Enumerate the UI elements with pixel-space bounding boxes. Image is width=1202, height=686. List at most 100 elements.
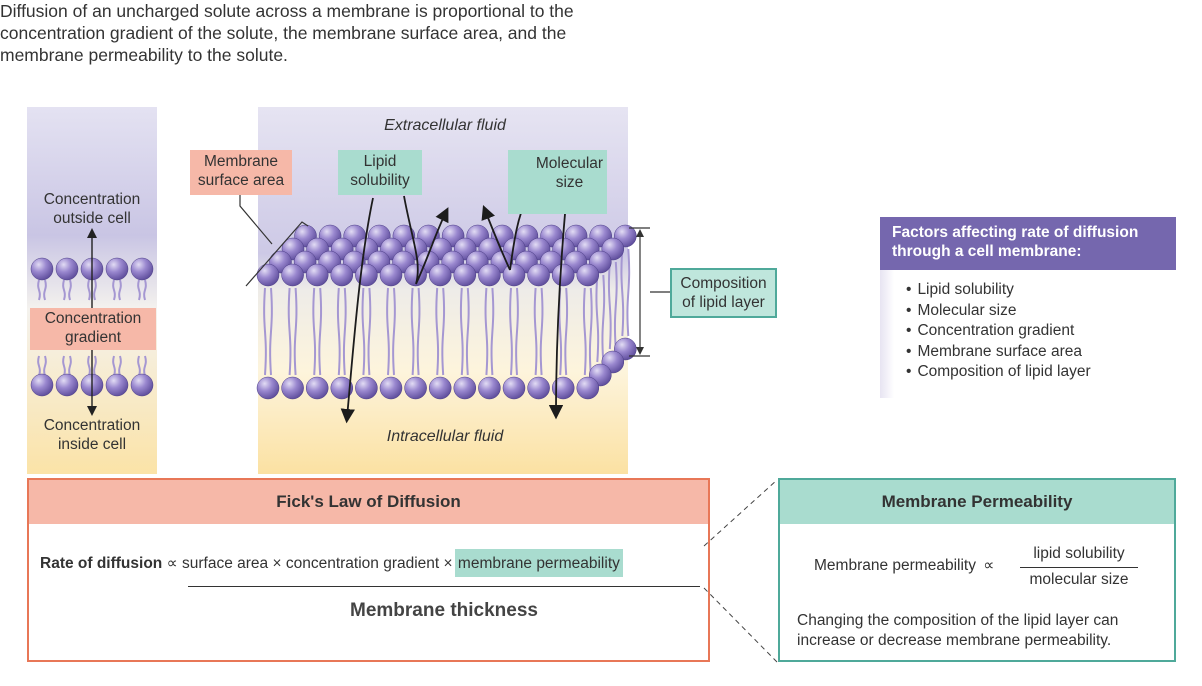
phospholipid-head	[551, 376, 575, 400]
factors-heading: Factors affecting rate of diffusion thro…	[880, 217, 1176, 270]
lipid-tail	[87, 279, 91, 301]
lipid-tail	[626, 248, 631, 337]
phospholipid-head	[379, 263, 403, 287]
lipid-tail	[564, 287, 569, 376]
lipid-tail	[588, 287, 593, 376]
phospholipid-head	[502, 263, 526, 287]
phospholipid-head	[105, 257, 129, 281]
lipid-tail	[361, 287, 366, 376]
lipid-tail	[112, 355, 116, 377]
phospholipid-head	[130, 373, 154, 397]
lipid-tail	[367, 287, 372, 376]
lipid-tail	[37, 279, 41, 301]
extracellular-fluid-label: Extracellular fluid	[384, 117, 506, 134]
factor-item: Concentration gradient	[906, 321, 1176, 342]
factor-item: Membrane surface area	[906, 342, 1176, 363]
lipid-tail	[112, 279, 116, 301]
lipid-tail	[87, 355, 91, 377]
lipid-tail	[118, 279, 122, 301]
lipid-solubility-numerator: lipid solubility	[1033, 545, 1125, 562]
lipid-tail	[143, 355, 147, 377]
intracellular-fluid-label: Intracellular fluid	[386, 428, 504, 445]
phospholipid-head	[55, 257, 79, 281]
lipid-tail	[539, 287, 544, 376]
left-bilayer	[30, 257, 154, 397]
phospholipid-head	[130, 257, 154, 281]
phospholipid-head	[256, 376, 280, 400]
lipid-tail	[620, 248, 625, 337]
lipid-tail	[62, 279, 66, 301]
permeability-note: Changing the composition of the lipid la…	[797, 612, 1119, 649]
lipid-tail	[515, 287, 519, 376]
factor-item: Composition of lipid layer	[906, 362, 1176, 383]
phospholipid-head	[330, 376, 354, 400]
thickness-bracket	[629, 227, 670, 357]
lipid-tail	[533, 287, 538, 376]
phospholipid-head	[428, 376, 452, 400]
lipid-tail	[263, 287, 267, 376]
lipid-tail	[342, 287, 347, 376]
rate-of-diffusion-label: Rate of diffusion	[40, 555, 163, 572]
lipid-tail	[459, 287, 464, 376]
lipid-tail	[43, 355, 47, 377]
membrane-surface-area-label: Membrane surface area	[190, 150, 292, 195]
composition-lipid-layer-label: Composition of lipid layer	[670, 268, 777, 318]
fick-zoom-connector	[703, 479, 778, 663]
lipid-tail	[287, 287, 292, 376]
factor-item: Molecular size	[906, 301, 1176, 322]
lipid-tail	[484, 287, 489, 376]
membrane-permeability-term: membrane permeability	[454, 549, 623, 577]
thickness-arrow-up	[636, 229, 644, 237]
lipid-tail	[93, 279, 97, 301]
phospholipid-head	[502, 376, 526, 400]
phospholipid-head	[281, 376, 304, 400]
phospholipid-head	[379, 376, 403, 400]
lipid-tail	[392, 287, 396, 376]
phospholipid-head	[30, 373, 54, 397]
diffusion-arrows	[340, 195, 567, 424]
permeability-equation-label: Membrane permeability ∝	[814, 556, 994, 575]
lipid-tail	[118, 355, 122, 377]
thickness-arrow-down	[636, 347, 644, 355]
proportional-symbol: ∝	[983, 557, 995, 574]
phospholipid-head	[551, 263, 575, 287]
phospholipid-head	[30, 257, 54, 281]
permeability-fraction-bar	[1020, 567, 1138, 568]
lipid-tail	[68, 279, 72, 301]
surface-area-bracket	[239, 195, 309, 287]
fraction-bar	[188, 586, 700, 587]
lipid-tail	[68, 355, 72, 377]
concentration-gradient-label: Concentration gradient	[30, 308, 156, 350]
lipid-tail	[465, 287, 470, 376]
lipid-tail	[62, 355, 66, 377]
lipid-tail	[601, 274, 606, 363]
lipid-tail	[613, 261, 618, 350]
phospholipid-head	[478, 263, 501, 287]
molecular-size-label: Molecular size	[508, 150, 607, 214]
lipid-solubility-label: Lipid solubility	[338, 150, 422, 195]
phospholipid-head	[305, 263, 329, 287]
concentration-gradient-term: concentration gradient	[285, 555, 440, 572]
lipid-tail	[435, 287, 440, 376]
ficks-law-equation: Rate of diffusion ∝ surface area × conce…	[40, 549, 623, 577]
lipid-tail	[336, 287, 341, 376]
factors-list: Lipid solubility Molecular size Concentr…	[880, 270, 1176, 383]
lipid-tail	[37, 355, 41, 377]
phospholipid-head	[404, 376, 427, 400]
lipid-tail	[318, 287, 323, 376]
phospholipid-head	[330, 263, 354, 287]
times-symbol: ×	[443, 555, 453, 572]
lipid-tail	[312, 287, 317, 376]
membrane-thickness-denominator: Membrane thickness	[350, 600, 538, 621]
phospholipid-head	[453, 263, 477, 287]
lipid-tail	[490, 287, 495, 376]
lipid-tail	[43, 279, 47, 301]
lipid-tail	[595, 274, 600, 363]
phospholipid-head	[355, 263, 378, 287]
phospholipid-head	[281, 263, 304, 287]
concentration-outside-label: Concentration outside cell	[43, 191, 141, 227]
membrane-permeability-box: Membrane Permeability Membrane permeabil…	[778, 478, 1176, 662]
lipid-tail	[137, 279, 141, 301]
phospholipid-head	[55, 373, 79, 397]
lipid-tail	[143, 279, 147, 301]
